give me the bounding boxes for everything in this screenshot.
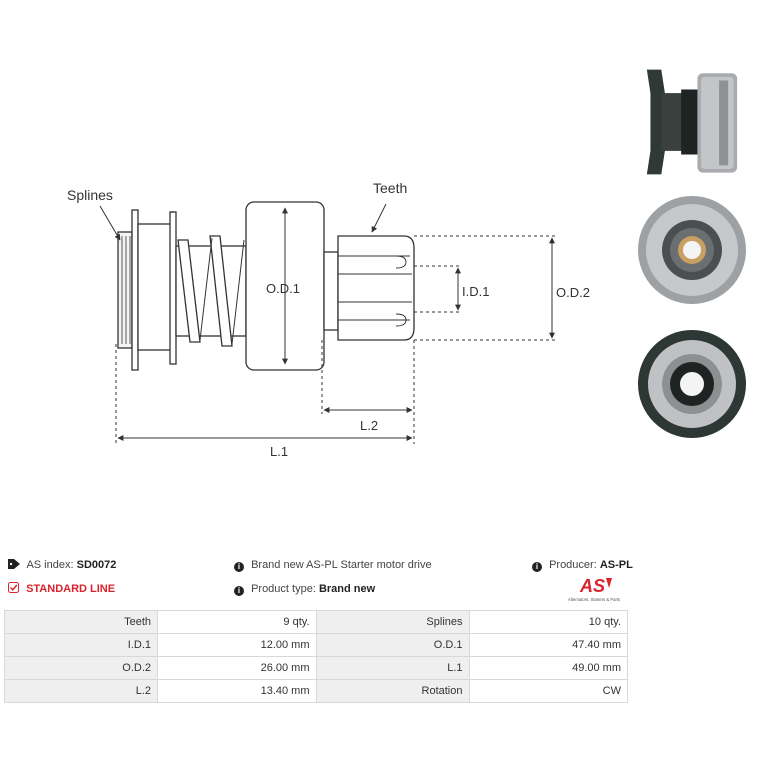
- spec-value: 10 qty.: [468, 610, 628, 634]
- spec-value: 47.40 mm: [468, 633, 628, 657]
- side-view-photo[interactable]: [636, 66, 748, 178]
- spec-value: 12.00 mm: [157, 633, 317, 657]
- spec-label: O.D.1: [315, 633, 470, 657]
- producer-label: Producer:: [549, 559, 597, 571]
- spec-label: Splines: [315, 610, 470, 634]
- rear-view-photo[interactable]: [636, 328, 748, 440]
- od1-label: O.D.1: [266, 281, 300, 296]
- description-text: Brand new AS-PL Starter motor drive: [251, 559, 432, 571]
- table-row: O.D.2 26.00 mm L.1 49.00 mm: [4, 656, 628, 680]
- id1-label: I.D.1: [462, 284, 489, 299]
- spec-label: Rotation: [315, 679, 470, 703]
- as-index: AS index: SD0072: [8, 558, 116, 572]
- product-type: i Product type: Brand new: [234, 582, 375, 596]
- producer-value: AS-PL: [599, 559, 633, 571]
- as-index-label: AS index:: [26, 559, 74, 571]
- info-icon: i: [234, 562, 244, 572]
- info-icon: i: [234, 586, 244, 596]
- spec-label: Teeth: [4, 610, 158, 634]
- product-type-label: Product type:: [251, 583, 316, 595]
- logo-tagline: Alternators, Starters & Parts: [568, 597, 620, 602]
- spec-value: 49.00 mm: [468, 656, 628, 680]
- pinion: [337, 235, 415, 341]
- front-view-photo[interactable]: [636, 194, 748, 306]
- as-pl-logo: AS Alternators, Starters & Parts: [568, 576, 620, 602]
- flange: [131, 209, 139, 371]
- spec-label: L.2: [4, 679, 158, 703]
- info-icon: i: [532, 562, 542, 572]
- producer: i Producer: AS-PL: [532, 558, 633, 572]
- spec-value: CW: [468, 679, 628, 703]
- table-row: L.2 13.40 mm Rotation CW: [4, 679, 628, 703]
- od2-label: O.D.2: [556, 285, 590, 300]
- logo-text: AS: [579, 576, 605, 596]
- specifications-table: Teeth 9 qty. Splines 10 qty. I.D.1 12.00…: [4, 610, 628, 703]
- checkbox-icon: [8, 582, 19, 593]
- spec-label: I.D.1: [4, 633, 158, 657]
- spec-label: L.1: [315, 656, 470, 680]
- spec-value: 13.40 mm: [157, 679, 317, 703]
- table-row: Teeth 9 qty. Splines 10 qty.: [4, 610, 628, 634]
- l2-label: L.2: [360, 418, 378, 433]
- spec-label: O.D.2: [4, 656, 158, 680]
- standard-line-text: STANDARD LINE: [26, 583, 116, 595]
- l1-label: L.1: [270, 444, 288, 459]
- splines-label: Splines: [67, 187, 113, 203]
- technical-drawing: Splines Teeth O.D.1 I.D.1 O.D.2 L.2 L.1: [67, 180, 590, 459]
- spring: [177, 235, 245, 347]
- teeth-label: Teeth: [373, 180, 407, 196]
- spec-value: 9 qty.: [157, 610, 317, 634]
- product-type-value: Brand new: [318, 583, 376, 595]
- spec-value: 26.00 mm: [157, 656, 317, 680]
- standard-line-badge: STANDARD LINE: [8, 582, 115, 596]
- table-row: I.D.1 12.00 mm O.D.1 47.40 mm: [4, 633, 628, 657]
- as-index-value: SD0072: [76, 559, 117, 571]
- tag-icon: [8, 559, 20, 569]
- product-description: i Brand new AS-PL Starter motor drive: [234, 558, 432, 572]
